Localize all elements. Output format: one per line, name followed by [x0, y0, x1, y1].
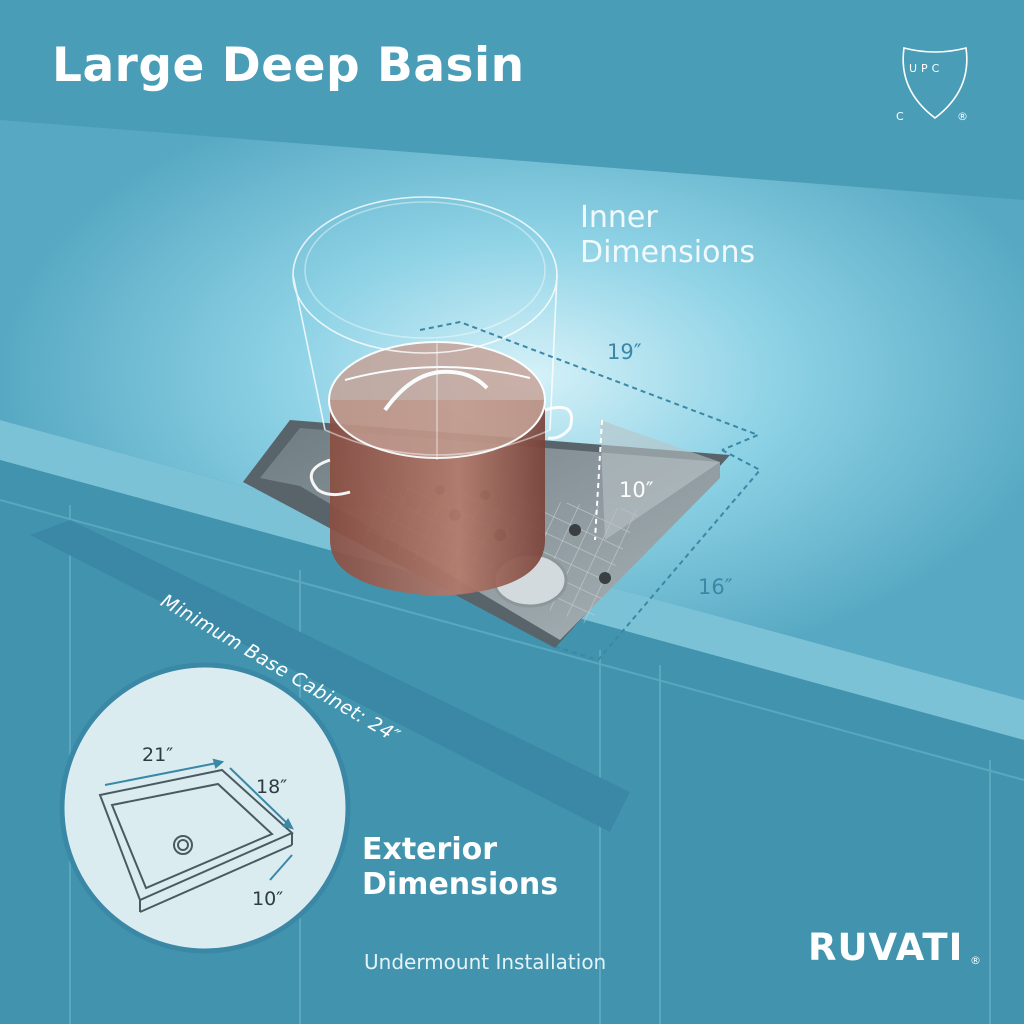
inner-depth-label: 10″ — [619, 478, 654, 502]
inner-depth-line — [594, 419, 603, 541]
wall — [0, 0, 1024, 210]
brand-registered-mark: ® — [970, 954, 981, 967]
inner-heading-line2: Dimensions — [580, 235, 756, 270]
upc-shield-shape — [902, 47, 968, 120]
exterior-heading-line2: Dimensions — [362, 867, 559, 902]
upc-mark: UPC — [909, 62, 944, 75]
sink-back-wall-highlight — [600, 420, 720, 540]
upc-r-mark: ® — [957, 110, 968, 123]
exterior-dimensions-heading: Exterior Dimensions — [362, 832, 558, 902]
pot-volume-outline — [292, 196, 558, 456]
inner-dimensions-heading: Inner Dimensions — [580, 200, 755, 270]
exterior-circle — [59, 662, 351, 954]
inner-length-label: 16″ — [698, 575, 733, 599]
brand-logo: RUVATI — [808, 926, 964, 969]
installation-type: Undermount Installation — [364, 950, 607, 974]
exterior-sink-drawing — [98, 768, 294, 913]
upc-c-mark: C — [896, 110, 904, 123]
inner-dimension-lines — [419, 320, 762, 662]
exterior-dimension-arrows — [104, 758, 294, 881]
exterior-length-label: 18″ — [256, 776, 288, 798]
inner-heading-line1: Inner — [580, 200, 658, 235]
exterior-width-label: 21″ — [142, 744, 174, 766]
exterior-depth-label: 10″ — [252, 888, 284, 910]
stock-pot — [309, 340, 573, 596]
cabinet-banner-shape — [30, 520, 630, 832]
page-title: Large Deep Basin — [52, 38, 525, 93]
exterior-heading-line1: Exterior — [362, 832, 498, 867]
inner-width-label: 19″ — [607, 340, 642, 364]
